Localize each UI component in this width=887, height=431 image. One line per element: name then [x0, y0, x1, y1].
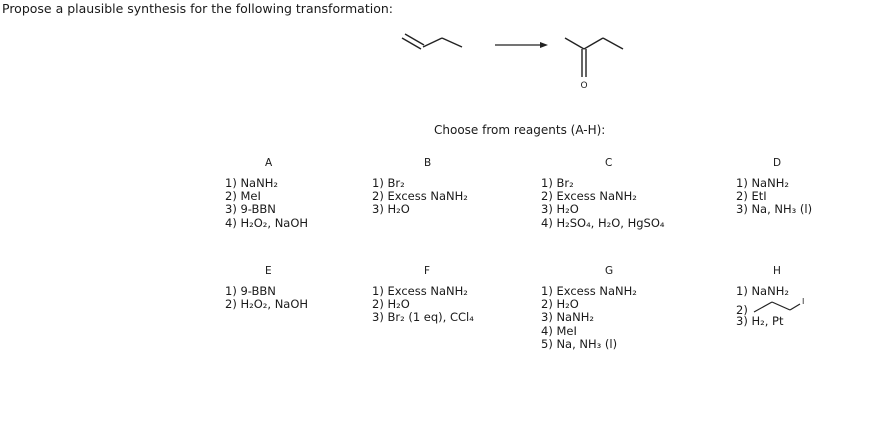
step: 2) EtI — [736, 189, 767, 204]
step: 3) NaNH₂ — [541, 310, 594, 325]
option-letter: G — [605, 265, 614, 277]
reaction-scheme: O — [401, 33, 624, 91]
step: 2) H₂O — [372, 297, 410, 312]
step: 3) H₂, Pt — [736, 314, 784, 329]
step: 1) NaNH₂ — [225, 176, 278, 190]
step: 1) Br₂ — [541, 176, 574, 190]
question-prompt: Propose a plausible synthesis for the fo… — [2, 1, 393, 16]
step: 1) NaNH₂ — [736, 284, 789, 298]
step: 4) MeI — [541, 323, 577, 338]
step: 2) — [736, 303, 748, 318]
ethyl-iodide-structure: I — [753, 297, 804, 313]
reaction-arrow — [495, 42, 548, 48]
option-letter: F — [424, 265, 431, 277]
option-letter: B — [424, 157, 432, 169]
step: 4) H₂SO₄, H₂O, HgSO₄ — [541, 215, 665, 230]
step: 2) Excess NaNH₂ — [541, 189, 637, 204]
step: 1) NaNH₂ — [736, 176, 789, 190]
step: 3) Na, NH₃ (l) — [736, 202, 813, 217]
step: 5) Na, NH₃ (l) — [541, 336, 618, 351]
choose-instruction: Choose from reagents (A-H): — [434, 123, 606, 137]
iodine-label: I — [802, 297, 804, 306]
step: 4) H₂O₂, NaOH — [225, 215, 309, 230]
step: 1) Excess NaNH₂ — [372, 284, 468, 298]
step: 2) H₂O — [541, 297, 579, 312]
step: 3) 9-BBN — [225, 202, 276, 217]
step: 1) 9-BBN — [225, 284, 276, 298]
step: 3) H₂O — [372, 202, 410, 217]
option-letter: A — [265, 157, 273, 169]
step: 1) Br₂ — [372, 176, 405, 190]
step: 1) Excess NaNH₂ — [541, 284, 637, 298]
reactant-structure — [401, 33, 463, 50]
step: 2) Excess NaNH₂ — [372, 189, 468, 204]
carbonyl-oxygen-label: O — [580, 81, 587, 91]
option-letter: C — [605, 157, 613, 169]
option-letter: H — [773, 265, 781, 277]
option-letter: E — [265, 265, 272, 277]
step: 3) Br₂ (1 eq), CCl₄ — [372, 310, 474, 325]
step: 3) H₂O — [541, 202, 579, 217]
option-letter: D — [773, 157, 782, 169]
step: 2) H₂O₂, NaOH — [225, 297, 309, 312]
step: 2) MeI — [225, 189, 261, 204]
product-structure — [564, 37, 624, 77]
